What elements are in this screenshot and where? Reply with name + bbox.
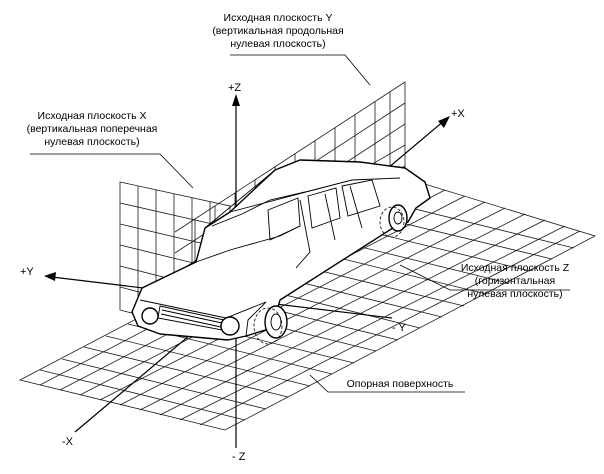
y-axis-arrow-icon — [44, 272, 56, 281]
car-drawing — [131, 159, 431, 345]
leader-support — [309, 374, 465, 393]
axis-label-minus-y: - Y — [392, 322, 406, 334]
leader-plane-x — [30, 153, 194, 189]
label-plane-z-line3: нулевая плоскость) — [467, 288, 563, 300]
label-plane-z: Исходная плоскость Z (горизонтальная нул… — [440, 262, 590, 301]
label-plane-z-line2: (горизонтальная — [474, 275, 556, 287]
label-plane-z-line1: Исходная плоскость Z — [460, 262, 570, 274]
leader-plane-y — [230, 54, 371, 86]
horizontal-grid — [18, 177, 597, 431]
x-axis-arrow-icon — [438, 116, 450, 128]
label-plane-x-line1: Исходная плоскость X — [37, 110, 147, 122]
axis-label-minus-x: -X — [62, 436, 73, 448]
leader-lines — [30, 54, 570, 393]
axis-label-minus-z: - Z — [232, 451, 246, 463]
leader-plane-z — [399, 264, 570, 291]
z-axis-arrow-icon — [232, 94, 240, 106]
label-plane-y-line3: нулевая плоскость) — [230, 38, 326, 50]
label-plane-y-line1: Исходная плоскость Y — [223, 12, 333, 24]
axis-label-plus-y: +Y — [20, 266, 34, 278]
label-plane-x-line3: нулевая плоскость) — [44, 136, 140, 148]
axis-label-plus-z: +Z — [228, 82, 242, 94]
label-support-surface: Опорная поверхность — [346, 378, 454, 390]
label-plane-y-line2: (вертикальная продольная — [212, 25, 344, 37]
label-plane-x-line2: (вертикальная поперечная — [26, 123, 158, 135]
axis-label-plus-x: +X — [451, 108, 465, 120]
label-plane-x: Исходная плоскость X (вертикальная попер… — [12, 110, 172, 149]
label-plane-y: Исходная плоскость Y (вертикальная продо… — [198, 12, 358, 51]
